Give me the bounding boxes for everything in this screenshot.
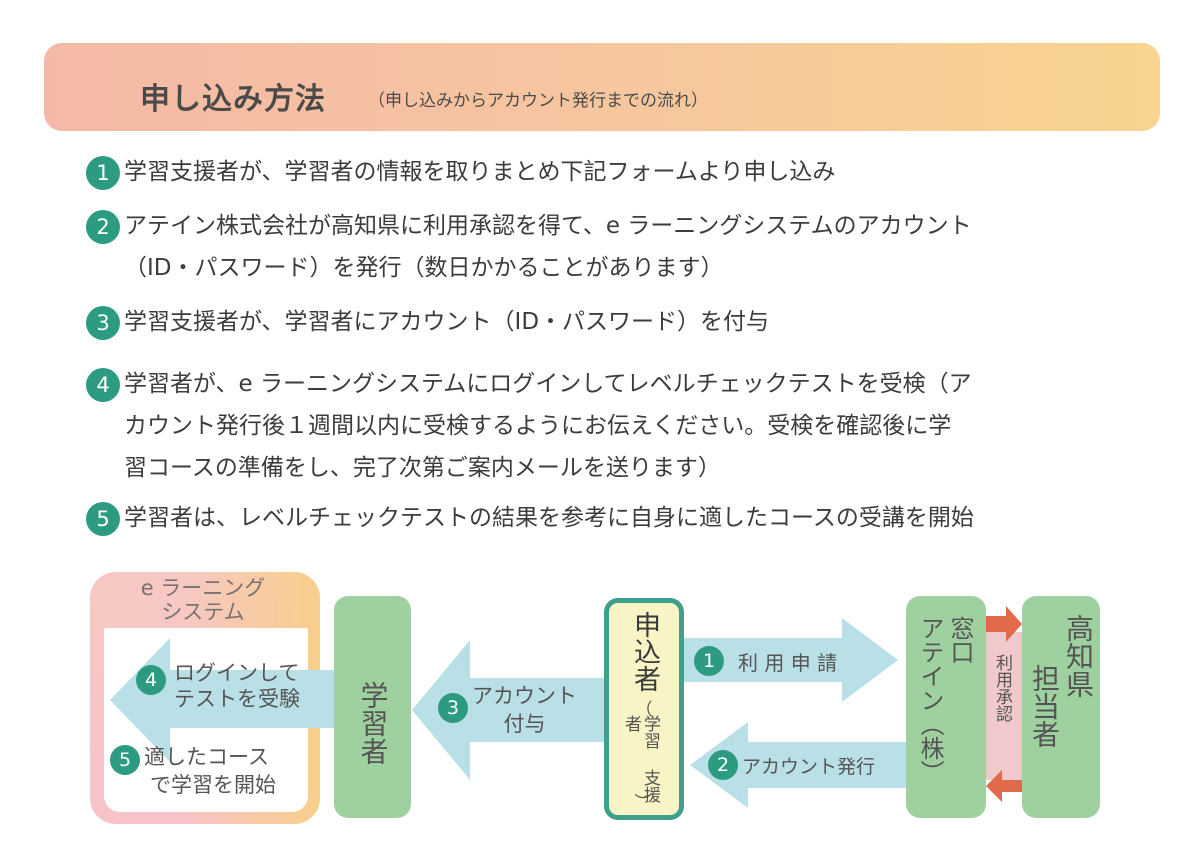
step-text: 学習支援者が、学習者にアカウント（ID・パスワード）を付与	[124, 309, 770, 335]
step-text: カウント発行後１週間以内に受検するようにお伝えください。受検を確認後に学	[124, 413, 952, 439]
approval-arrow-left	[986, 770, 1022, 802]
step-text: アテイン株式会社が高知県に利用承認を得て、e ラーニングシステムのアカウント	[124, 213, 972, 239]
approval-arrow-right	[986, 606, 1022, 642]
issue-arrow	[690, 722, 906, 808]
step-number-badge: 1	[86, 156, 120, 190]
kochi-person-label: 担当者	[1028, 664, 1061, 748]
applicant-sub-label: 学習 支援者	[621, 715, 660, 815]
step-text: （ID・パスワード）を発行（数日かかることがあります）	[124, 255, 724, 281]
step-number-badge: 3	[86, 306, 120, 340]
elearning-title-line: システム	[161, 600, 245, 624]
apply-label: 利 用 申 請	[738, 651, 838, 675]
grant-label-line: アカウント	[472, 684, 577, 708]
learner-box: 学習者	[334, 596, 411, 818]
approval-band	[986, 632, 1022, 780]
applicant-label: 申込者	[629, 611, 660, 692]
learner-label: 学習者	[356, 681, 390, 765]
step-text: 学習者が、e ラーニングシステムにログインしてレベルチェックテストを受検（ア	[124, 371, 972, 397]
study-label-line: で学習を開始	[150, 773, 276, 797]
applicant-box: 申込者 （ 学習 支援者 ）	[604, 598, 684, 820]
attain-window-box: 窓口 アテイン（株）	[906, 596, 986, 818]
grant-label-line: 付与	[503, 712, 546, 736]
study-label-line: 適したコース	[144, 745, 269, 769]
apply-arrow	[684, 618, 898, 702]
elearning-title: e ラーニング システム	[108, 576, 298, 624]
step-number-badge: 2	[86, 210, 120, 244]
applicant-sub-col: 支援者	[621, 715, 660, 803]
apply-step-badge: 1	[694, 646, 724, 676]
page-title: 申し込み方法	[140, 82, 326, 117]
kochi-prefecture-label: 高知県	[1062, 614, 1095, 698]
login-label-line: ログインして	[174, 661, 300, 685]
login-label: ログインして テストを受験	[174, 660, 300, 712]
window-label: 窓口	[946, 616, 974, 664]
applicant-paren-open: （	[635, 700, 653, 720]
approval-label: 利用承認	[992, 654, 1012, 722]
issue-step-badge: 2	[708, 750, 738, 780]
step-number-badge: 5	[86, 502, 120, 536]
attain-label: アテイン（株）	[916, 616, 944, 784]
login-step-badge: 4	[136, 665, 166, 695]
login-label-line: テストを受験	[174, 687, 300, 711]
elearning-title-line: e ラーニング	[140, 576, 266, 600]
study-label: 適したコース で学習を開始	[144, 743, 276, 799]
grant-arrow	[412, 640, 604, 780]
step-text: 学習者は、レベルチェックテストの結果を参考に自身に適したコースの受講を開始	[124, 505, 974, 531]
applicant-paren-close: ）	[631, 793, 652, 810]
grant-label: アカウント 付与	[472, 682, 577, 738]
kochi-box: 高知県 担当者	[1022, 596, 1100, 818]
header-banner	[44, 43, 1160, 131]
grant-step-badge: 3	[438, 693, 468, 723]
applicant-sub-col: 学習	[640, 715, 660, 749]
step-text: 学習支援者が、学習者の情報を取りまとめ下記フォームより申し込み	[124, 159, 836, 185]
study-step-badge: 5	[110, 745, 140, 775]
step-number-badge: 4	[86, 368, 120, 402]
issue-label: アカウント発行	[742, 756, 876, 778]
step-text: 習コースの準備をし、完了次第ご案内メールを送ります）	[124, 455, 721, 481]
page-subtitle: （申し込みからアカウント発行までの流れ）	[368, 91, 708, 111]
